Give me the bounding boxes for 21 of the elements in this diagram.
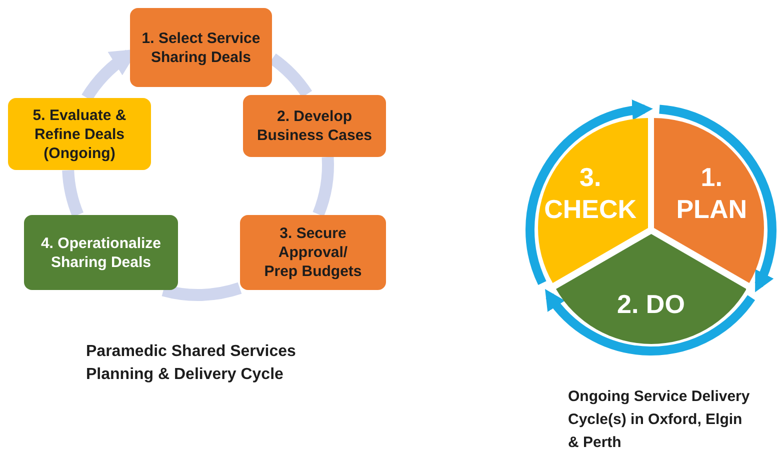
process-box	[240, 215, 386, 290]
segment-text: 1. PLAN	[675, 161, 748, 225]
box-text: 2. Develop Business Cases	[256, 107, 374, 145]
connector	[162, 282, 242, 301]
segment-text: 2. DO	[616, 288, 686, 320]
box-text: 3. Secure Approval/ Prep Budgets	[263, 224, 363, 281]
process-box	[24, 215, 178, 290]
connector	[62, 170, 84, 217]
box-text: 5. Evaluate & Refine Deals (Ongoing)	[32, 106, 128, 162]
process-box	[8, 98, 151, 170]
box-text: 4. Operationalize Sharing Deals	[40, 234, 162, 272]
arrow	[544, 289, 755, 356]
connector	[312, 157, 334, 216]
segment-text: 3. CHECK	[543, 161, 638, 225]
process-box	[243, 95, 386, 157]
caption: Paramedic Shared Services Planning & Delivery Cycle	[86, 342, 297, 385]
arrow	[526, 100, 653, 285]
box-text: 1. Select Service Sharing Deals	[140, 28, 262, 66]
arrow	[658, 104, 776, 293]
process-box	[130, 8, 272, 87]
caption: Ongoing Service Delivery Cycle(s) in Oxford, Elgin & Perth	[568, 387, 751, 453]
